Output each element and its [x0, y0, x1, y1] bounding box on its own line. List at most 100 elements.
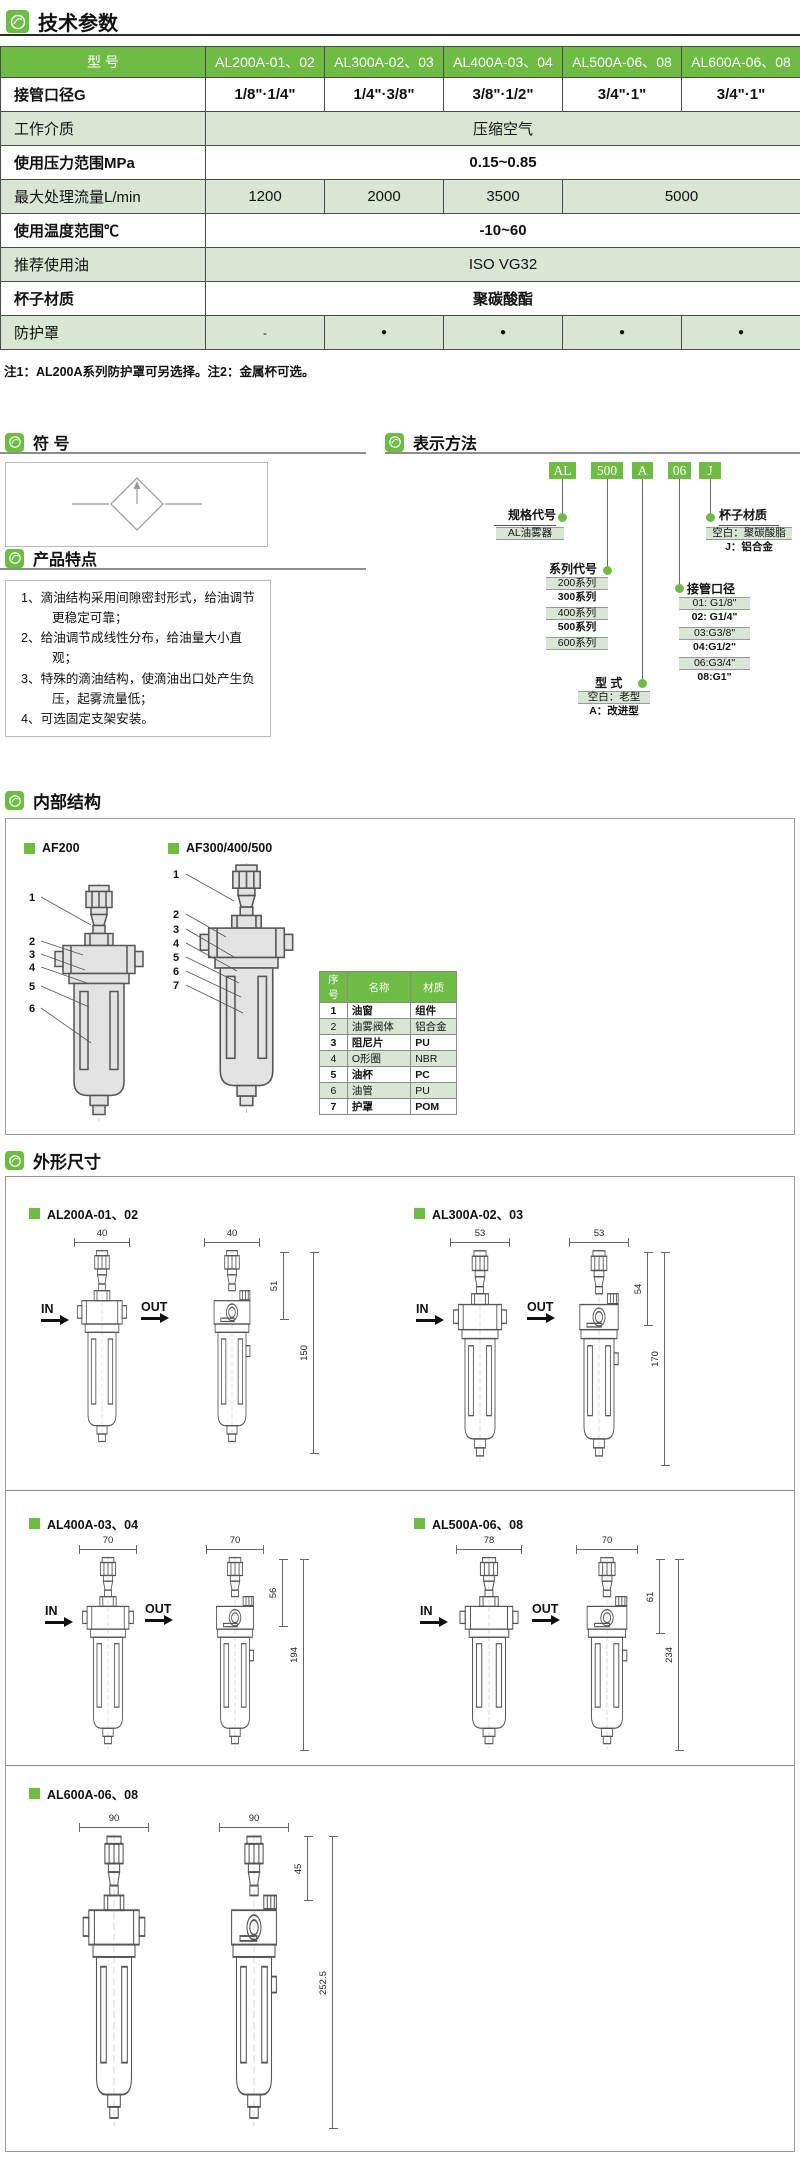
green-square-icon [24, 842, 35, 854]
drawing-label: AL300A-02、03 [414, 1204, 523, 1223]
width-dimension: 70 [79, 1535, 137, 1554]
parts-row: 2 油雾阀体 铝合金 [319, 1018, 457, 1035]
type-items: 空白：老型 A：改进型 [578, 691, 650, 721]
front-view-drawing [74, 1249, 130, 1449]
code-box-j: J [699, 462, 721, 479]
green-square-icon [414, 1208, 425, 1219]
spec-header-row: 型 号 AL200A-01、02 AL300A-02、03 AL400A-03、… [0, 46, 800, 78]
code-box-06: 06 [668, 462, 691, 479]
features-box: 1、滴油结构采用间隙密封形式，给油调节更稳定可靠； 2、给油调节成线性分布，给油… [5, 580, 271, 737]
code-box-a: A [632, 462, 653, 479]
front-view-drawing [79, 1834, 149, 2129]
leader-line [642, 479, 643, 682]
leader-line [679, 479, 680, 587]
features-underline [0, 568, 366, 570]
brand-icon [5, 548, 24, 568]
svg-text:4: 4 [29, 962, 36, 974]
ordering-item: 200系列 [546, 577, 608, 590]
out-flow-marker: OUT [145, 1602, 173, 1625]
width-dimension: 90 [219, 1813, 289, 1832]
drawing-label: AL200A-01、02 [29, 1204, 138, 1223]
parts-row: 6 油管 PU [319, 1082, 457, 1099]
ordering-item: 400系列 [546, 607, 608, 620]
title-underline [0, 34, 800, 36]
dimensions-section-title: 外形尺寸 [5, 1148, 101, 1173]
side-view-drawing [206, 1556, 264, 1751]
ordering-item: AL油雾器 [496, 527, 564, 540]
ordering-underline [385, 452, 800, 454]
col-header-al300: AL300A-02、03 [324, 46, 444, 78]
parts-row: 3 阻尼片 PU [319, 1034, 457, 1051]
drawing-label: AL500A-06、08 [414, 1514, 523, 1533]
col-header-model: 型 号 [0, 46, 206, 78]
front-view-drawing [456, 1556, 522, 1751]
green-square-icon [29, 1518, 40, 1529]
symbol-title-text: 符 号 [33, 436, 70, 453]
row-port-size: 接管口径G 1/8"·1/4" 1/4"·3/8" 3/8"·1/2" 3/4"… [0, 77, 800, 112]
svg-text:7: 7 [173, 980, 179, 992]
table-note: 注1：AL200A系列防护罩可另选择。注2：金属杯可选。 [4, 365, 315, 379]
width-dimension: 40 [74, 1228, 130, 1247]
green-square-icon [29, 1788, 40, 1799]
ordering-item: 500系列 [546, 622, 608, 635]
brand-icon [6, 10, 29, 33]
leader-dot [706, 513, 715, 522]
code-box-al: AL [549, 462, 576, 479]
internal-section-title: 内部结构 [5, 788, 101, 813]
green-square-icon [414, 1518, 425, 1529]
flow-arrow-icon [145, 1615, 173, 1625]
ordering-item: 01: G1/8" [679, 597, 750, 610]
leader-dot [675, 584, 684, 593]
ordering-item: 04:G1/2" [679, 642, 750, 655]
in-flow-marker: IN [420, 1604, 448, 1627]
drawing-label: AL400A-03、04 [29, 1514, 138, 1533]
total-height-dimension: 194 [289, 1559, 309, 1751]
svg-text:3: 3 [29, 949, 35, 961]
parts-header-row: 序号 名称 材质 [319, 971, 457, 1003]
brand-icon [385, 432, 404, 452]
flow-arrow-icon [45, 1617, 73, 1627]
svg-text:1: 1 [29, 892, 35, 904]
dimensions-box: AL200A-01、02 40 40 IN OUT 51 150 AL300A-… [5, 1176, 795, 2152]
dim-block-al200a: AL200A-01、02 40 40 IN OUT 51 150 [29, 1204, 339, 1474]
col-header-al400: AL400A-03、04 [443, 46, 563, 78]
width-dimension: 70 [206, 1535, 264, 1554]
row-oil: 推荐使用油 ISO VG32 [0, 247, 800, 282]
feature-item: 4、可选固定支架安装。 [21, 711, 154, 726]
svg-text:2: 2 [29, 936, 35, 948]
cup-code-label: 杯子材质 [719, 506, 779, 526]
leader-line [710, 479, 711, 516]
flow-arrow-icon [420, 1617, 448, 1627]
parts-table: 序号 名称 材质 1 油窗 组件 2 油雾阀体 铝合金 3 阻尼片 PU 4 O [319, 971, 457, 1115]
diagram-b-label: AF300/400/500 [168, 841, 272, 855]
feature-item: 3、特殊的滴油结构，使滴油出口处产生负压，起雾流量低； [21, 671, 255, 706]
af300-cutaway-diagram: 1 2 3 4 5 6 7 [173, 863, 294, 1114]
out-flow-marker: OUT [532, 1602, 560, 1625]
row-cup-material: 杯子材质 聚碳酸酯 [0, 281, 800, 316]
row-medium: 工作介质 压缩空气 [0, 111, 800, 146]
flow-arrow-icon [532, 1615, 560, 1625]
side-view-drawing [576, 1556, 638, 1751]
row-flow: 最大处理流量L/min 1200 2000 3500 5000 [0, 179, 800, 214]
parts-row: 5 油杯 PC [319, 1066, 457, 1083]
row-temperature: 使用温度范围℃ -10~60 [0, 213, 800, 248]
parts-row: 1 油窗 组件 [319, 1002, 457, 1019]
flow-arrow-icon [527, 1313, 555, 1323]
upper-height-dimension: 45 [293, 1836, 313, 1901]
ordering-item: A：改进型 [578, 706, 650, 719]
total-height-dimension: 252.5 [318, 1836, 338, 2129]
green-square-icon [168, 842, 179, 854]
page-header: 技术参数 [6, 7, 118, 36]
code-box-500: 500 [591, 462, 623, 479]
spec-code-label: 规格代号 [494, 506, 556, 526]
symbol-section-title: 符 号 [5, 430, 69, 454]
ordering-item: J：铝合金 [706, 542, 792, 555]
symbol-underline [0, 452, 366, 454]
total-height-dimension: 170 [650, 1252, 670, 1466]
out-flow-marker: OUT [141, 1300, 169, 1323]
width-dimension: 40 [204, 1228, 260, 1247]
brand-icon [5, 1151, 24, 1170]
leader-dot [603, 566, 612, 575]
series-items: 200系列 300系列 400系列 500系列 600系列 [546, 577, 608, 652]
col-header-al600: AL600A-06、08 [681, 46, 800, 78]
